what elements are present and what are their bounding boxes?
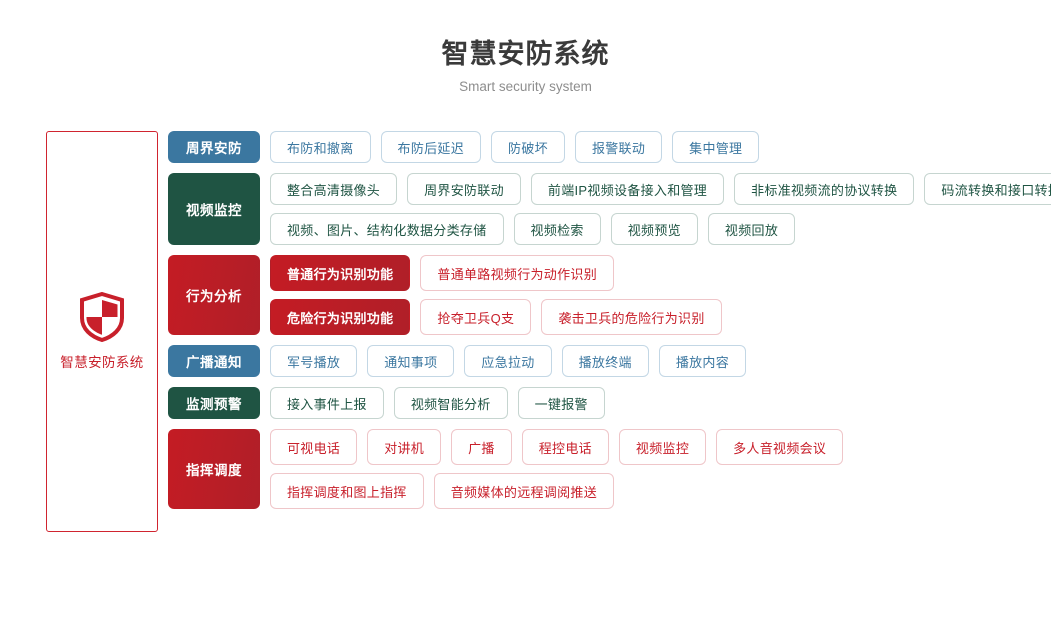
row-items: 军号播放通知事项应急拉动播放终端播放内容: [270, 345, 747, 377]
feature-chip[interactable]: 防破坏: [491, 131, 565, 163]
category-block[interactable]: 周界安防: [168, 131, 260, 163]
feature-chip[interactable]: 布防后延迟: [380, 131, 482, 163]
feature-chip[interactable]: 视频智能分析: [393, 387, 508, 419]
feature-chip[interactable]: 军号播放: [270, 345, 358, 377]
feature-chip[interactable]: 广播: [451, 429, 512, 465]
diagram-body: 智慧安防系统 周界安防布防和撤离布防后延迟防破坏报警联动集中管理视频监控整合高清…: [0, 131, 1051, 532]
item-line: 可视电话对讲机广播程控电话视频监控多人音视频会议: [270, 429, 844, 465]
category-block[interactable]: 视频监控: [168, 173, 260, 245]
category-block[interactable]: 行为分析: [168, 255, 260, 335]
page-subtitle: Smart security system: [459, 79, 592, 94]
feature-group-chip[interactable]: 危险行为识别功能: [270, 299, 411, 335]
feature-chip[interactable]: 周界安防联动: [407, 173, 521, 205]
feature-chip[interactable]: 多人音视频会议: [716, 429, 844, 465]
feature-chip[interactable]: 视频监控: [618, 429, 707, 465]
feature-chip[interactable]: 码流转换和接口转换: [924, 173, 1051, 205]
feature-chip[interactable]: 布防和撤离: [270, 131, 371, 163]
item-line: 危险行为识别功能抢夺卫兵Q支袭击卫兵的危险行为识别: [270, 299, 722, 335]
feature-chip[interactable]: 通知事项: [367, 345, 455, 377]
category-row: 周界安防布防和撤离布防后延迟防破坏报警联动集中管理: [168, 131, 1051, 163]
category-rows: 周界安防布防和撤离布防后延迟防破坏报警联动集中管理视频监控整合高清摄像头周界安防…: [168, 131, 1051, 509]
page-title: 智慧安防系统: [441, 39, 610, 69]
category-row: 行为分析普通行为识别功能普通单路视频行为动作识别危险行为识别功能抢夺卫兵Q支袭击…: [168, 255, 1051, 335]
row-items: 可视电话对讲机广播程控电话视频监控多人音视频会议指挥调度和图上指挥音频媒体的远程…: [270, 429, 844, 509]
feature-chip[interactable]: 程控电话: [521, 429, 609, 465]
feature-chip[interactable]: 普通单路视频行为动作识别: [420, 255, 615, 291]
item-line: 整合高清摄像头周界安防联动前端IP视频设备接入和管理非标准视频流的协议转换码流转…: [270, 173, 1051, 205]
item-line: 布防和撤离布防后延迟防破坏报警联动集中管理: [270, 131, 760, 163]
feature-chip[interactable]: 抢夺卫兵Q支: [420, 299, 532, 335]
feature-chip[interactable]: 前端IP视频设备接入和管理: [530, 173, 725, 205]
item-line: 视频、图片、结构化数据分类存储视频检索视频预览视频回放: [270, 213, 1051, 245]
feature-chip[interactable]: 袭击卫兵的危险行为识别: [541, 299, 722, 335]
feature-chip[interactable]: 可视电话: [270, 429, 358, 465]
row-items: 普通行为识别功能普通单路视频行为动作识别危险行为识别功能抢夺卫兵Q支袭击卫兵的危…: [270, 255, 722, 335]
shield-icon: [79, 292, 125, 342]
item-line: 军号播放通知事项应急拉动播放终端播放内容: [270, 345, 747, 377]
category-row: 监测预警接入事件上报视频智能分析一键报警: [168, 387, 1051, 419]
item-line: 接入事件上报视频智能分析一键报警: [270, 387, 605, 419]
row-items: 布防和撤离布防后延迟防破坏报警联动集中管理: [270, 131, 760, 163]
feature-group-chip[interactable]: 普通行为识别功能: [270, 255, 411, 291]
feature-chip[interactable]: 对讲机: [367, 429, 442, 465]
category-row: 指挥调度可视电话对讲机广播程控电话视频监控多人音视频会议指挥调度和图上指挥音频媒…: [168, 429, 1051, 509]
feature-chip[interactable]: 音频媒体的远程调阅推送: [433, 473, 615, 509]
page-header: 智慧安防系统 Smart security system: [0, 36, 1051, 96]
feature-chip[interactable]: 视频检索: [513, 213, 601, 245]
feature-chip[interactable]: 视频、图片、结构化数据分类存储: [270, 213, 504, 245]
item-line: 普通行为识别功能普通单路视频行为动作识别: [270, 255, 722, 291]
feature-chip[interactable]: 集中管理: [672, 131, 760, 163]
brand-panel: 智慧安防系统: [46, 131, 158, 532]
feature-chip[interactable]: 非标准视频流的协议转换: [734, 173, 915, 205]
feature-chip[interactable]: 视频回放: [707, 213, 796, 245]
item-line: 指挥调度和图上指挥音频媒体的远程调阅推送: [270, 473, 843, 509]
row-items: 接入事件上报视频智能分析一键报警: [270, 387, 605, 419]
feature-chip[interactable]: 报警联动: [574, 131, 663, 163]
category-block[interactable]: 监测预警: [168, 387, 260, 419]
category-block[interactable]: 广播通知: [168, 345, 260, 377]
brand-label: 智慧安防系统: [60, 355, 144, 370]
feature-chip[interactable]: 应急拉动: [464, 345, 552, 377]
feature-chip[interactable]: 一键报警: [517, 387, 605, 419]
category-row: 广播通知军号播放通知事项应急拉动播放终端播放内容: [168, 345, 1051, 377]
feature-chip[interactable]: 指挥调度和图上指挥: [270, 473, 424, 509]
row-items: 整合高清摄像头周界安防联动前端IP视频设备接入和管理非标准视频流的协议转换码流转…: [270, 173, 1051, 245]
feature-chip[interactable]: 接入事件上报: [270, 387, 384, 419]
category-row: 视频监控整合高清摄像头周界安防联动前端IP视频设备接入和管理非标准视频流的协议转…: [168, 173, 1051, 245]
category-block[interactable]: 指挥调度: [168, 429, 260, 509]
feature-chip[interactable]: 播放终端: [561, 345, 649, 377]
feature-chip[interactable]: 整合高清摄像头: [270, 173, 398, 205]
feature-chip[interactable]: 视频预览: [610, 213, 698, 245]
feature-chip[interactable]: 播放内容: [658, 345, 747, 377]
